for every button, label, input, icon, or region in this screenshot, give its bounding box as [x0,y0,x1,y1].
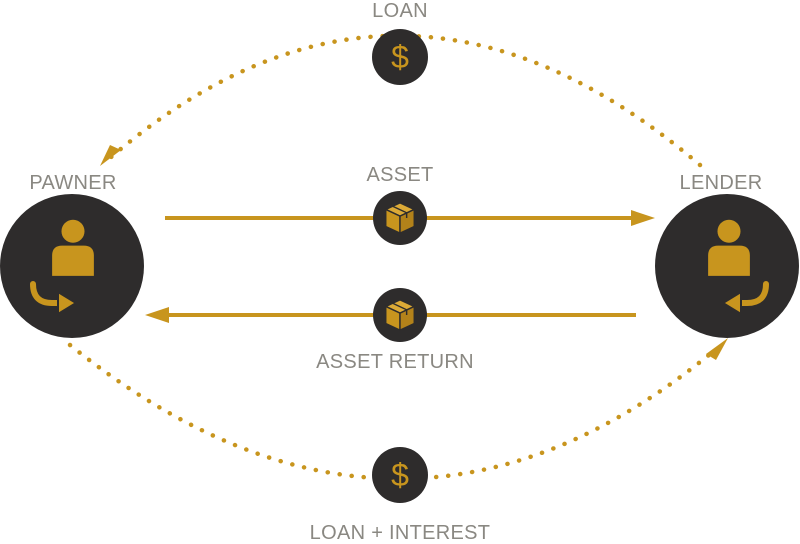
lender-node [655,194,799,338]
loan-dollar-badge: $ [372,29,428,85]
pawner-label: PAWNER [29,172,117,194]
asset-return-box-icon [385,299,415,331]
loan-interest-dollar-icon: $ [391,457,409,493]
loan-interest-dollar-badge: $ [372,447,428,503]
pawner-node [0,194,144,338]
asset-label: ASSET [366,164,434,186]
asset-box-badge [373,191,427,245]
asset-return-arrowhead [145,307,169,323]
loan-interest-arrowhead [706,338,728,360]
loan-dollar-icon: $ [391,39,409,75]
asset-box-icon [385,202,415,234]
lender-label: LENDER [679,172,763,194]
lender-transfer-arrow-icon [721,278,772,316]
asset-arrowhead [631,210,655,226]
asset-return-box-badge [373,288,427,342]
loan-label: LOAN [372,0,428,22]
asset-return-label: ASSET RETURN [316,351,474,373]
pawner-transfer-arrow-icon [27,278,78,316]
loan-arrowhead [100,145,121,166]
loan-interest-label: LOAN + INTEREST [309,522,491,544]
